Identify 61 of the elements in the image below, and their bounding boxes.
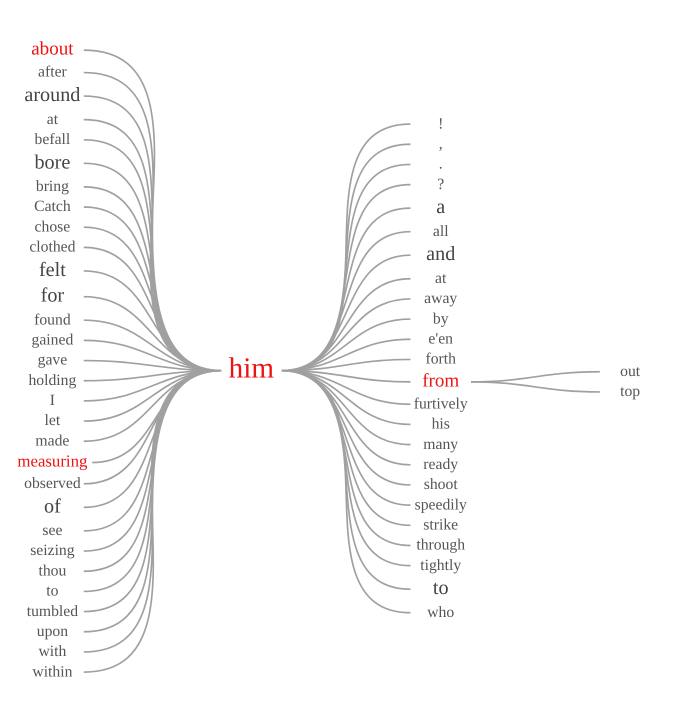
node-text: seizing [30,542,75,560]
node-text: let [44,412,60,430]
node-text: by [432,310,449,328]
node-text: top [620,383,640,400]
node-text: I [50,392,56,410]
node-text: bring [36,178,69,195]
connector [470,381,600,393]
node-text: Catch [34,198,71,216]
node-text: felt [38,258,66,281]
node-text: for [40,284,64,307]
connector [281,254,411,372]
node-text: see [42,522,62,540]
node-text: to [432,577,449,600]
node-text: who [427,604,454,621]
node-text: speedily [414,496,467,514]
node-text: found [34,311,71,328]
node-text: about [31,38,74,60]
node-text: from [422,370,460,392]
node-text: and [426,243,456,266]
node-text: after [38,64,67,81]
connector [84,270,222,372]
connector [282,278,411,372]
node-text: him [228,352,274,385]
node-text: upon [36,622,68,640]
node-text: clothed [29,238,76,256]
node-text: e'en [428,330,454,348]
node-text: gained [32,332,74,349]
node-text: befall [34,130,70,148]
node-text: out [620,362,640,380]
node-text: holding [28,372,76,389]
node-text: chose [34,218,70,236]
node-text: ! [438,115,444,132]
node-text: tightly [420,556,462,574]
node-text: ? [437,176,444,193]
node-text: at [435,270,446,287]
node-text: gave [38,352,68,369]
node-text: to [46,582,59,600]
node-text: ready [423,456,458,473]
node-text: with [38,643,66,660]
node-text: tumbled [26,602,78,620]
node-text: bore [34,151,70,174]
node-text: thou [38,562,66,580]
node-text: away [424,290,458,308]
node-text: around [24,84,80,106]
node-text: strike [423,516,458,534]
node-text: furtively [414,395,468,412]
node-text: at [46,110,58,128]
node-text: his [432,416,450,433]
node-text: . [438,156,443,173]
node-text: a [436,196,446,218]
node-text: measuring [17,451,88,470]
node-text: shoot [424,476,458,494]
node-text: of [44,495,61,518]
node-text: within [32,663,72,680]
node-text: many [423,436,458,453]
node-text: through [416,536,466,554]
node-text: forth [425,350,456,368]
node-text: , [438,135,443,152]
node-text: all [432,222,449,240]
node-text: made [35,432,70,450]
node-text: observed [24,474,81,492]
